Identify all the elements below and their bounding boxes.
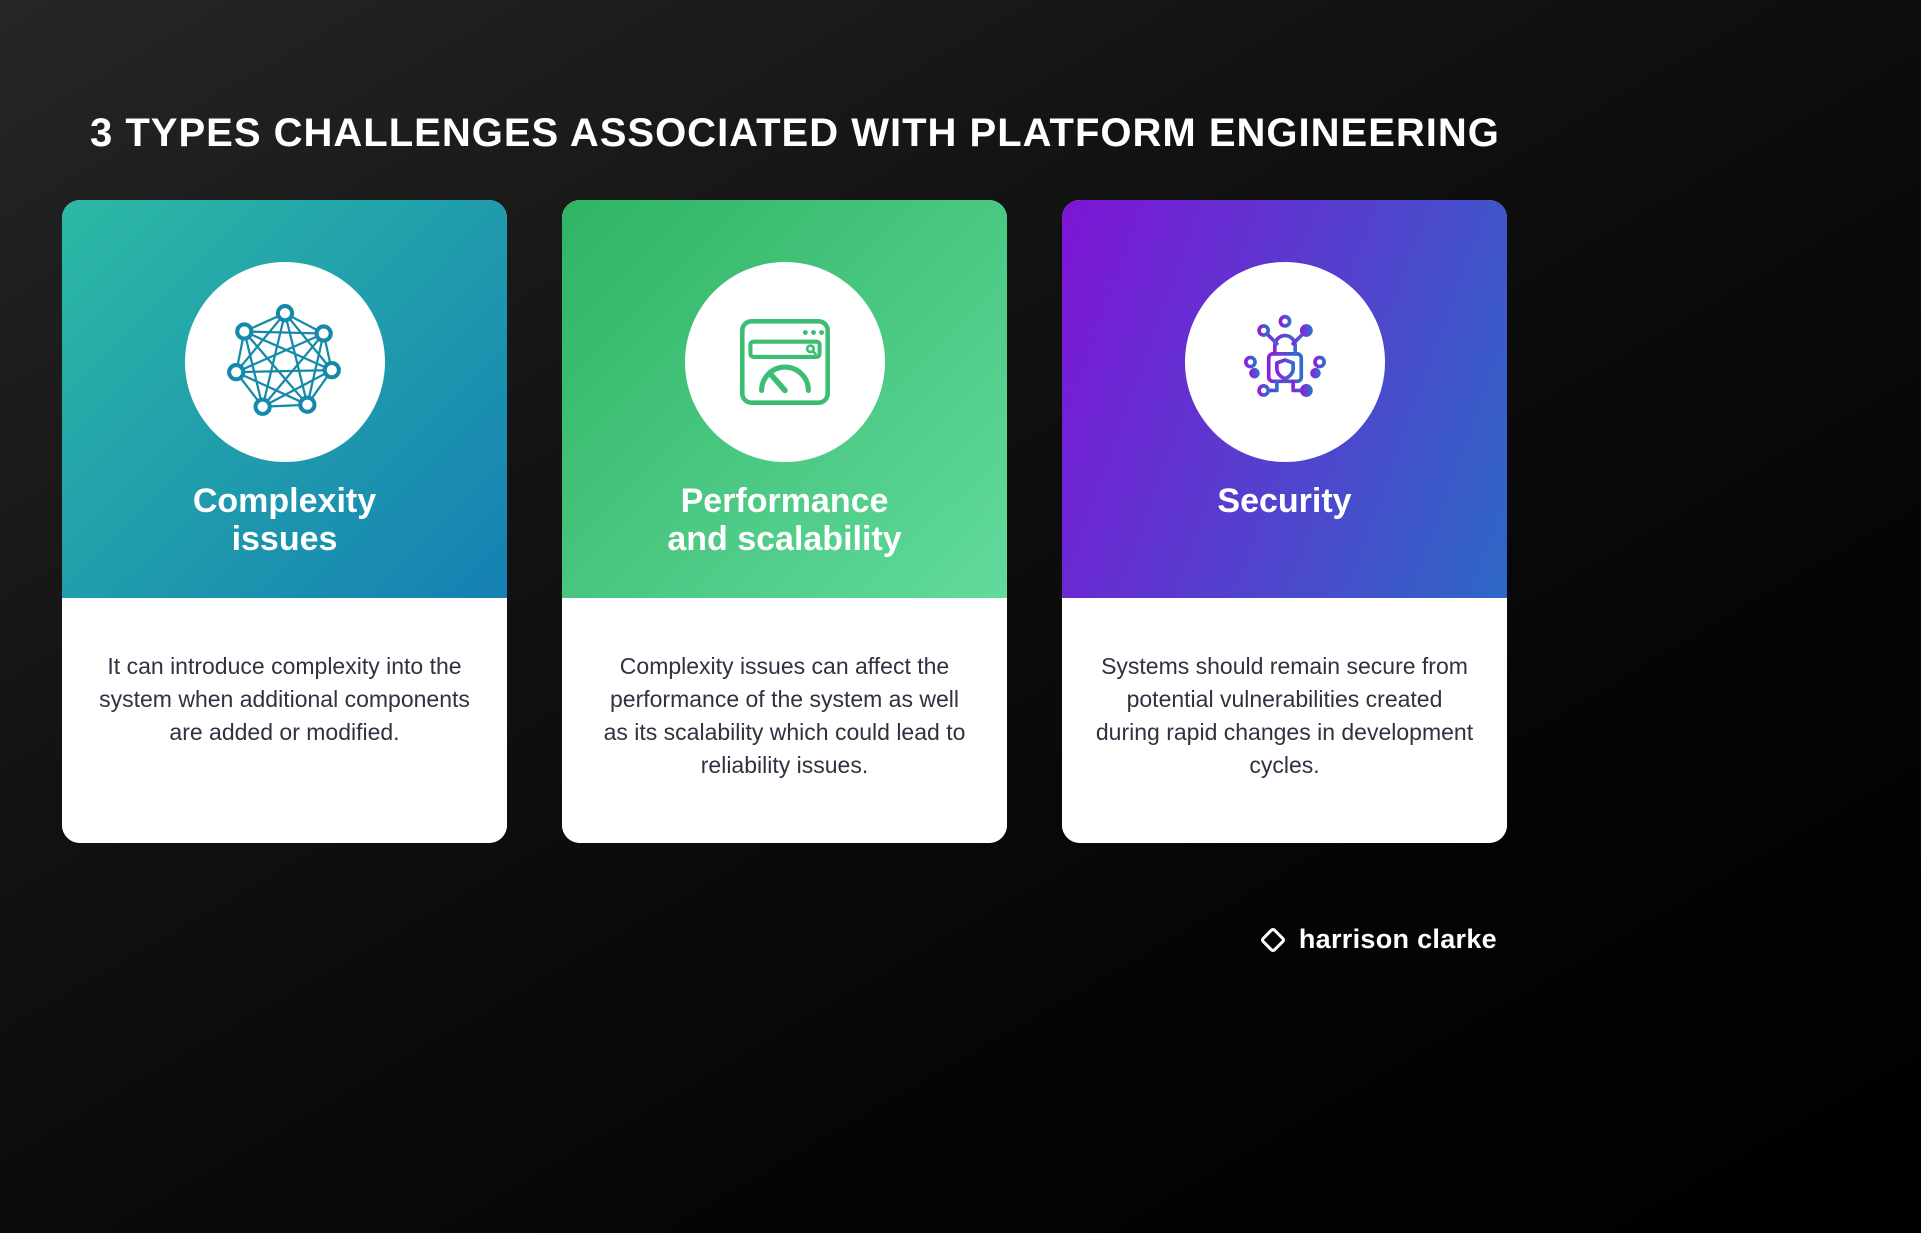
icon-circle — [1184, 262, 1385, 462]
card-description: Complexity issues can affect the perform… — [603, 653, 966, 778]
speedometer-browser-icon — [724, 301, 846, 423]
card-security-header: Security — [1062, 200, 1507, 598]
card-security-body: Systems should remain secure from potent… — [1062, 598, 1507, 843]
card-description: It can introduce complexity into the sys… — [99, 653, 470, 745]
card-performance-body: Complexity issues can affect the perform… — [562, 598, 1007, 843]
card-performance-scalability: Performance and scalability Complexity i… — [562, 200, 1007, 843]
card-title-performance: Performance and scalability — [667, 482, 902, 558]
card-description: Systems should remain secure from potent… — [1095, 653, 1474, 778]
brand-name: harrison clarke — [1298, 924, 1497, 954]
card-title-complexity: Complexity issues — [192, 482, 377, 558]
circuit-lock-icon — [1224, 301, 1346, 423]
diamond-logo-icon — [1259, 926, 1287, 954]
icon-circle — [684, 262, 885, 462]
card-title-security: Security — [1217, 482, 1352, 520]
card-complexity-issues: Complexity issues It can introduce compl… — [62, 200, 507, 843]
card-security: Security Systems should remain secure fr… — [1062, 200, 1507, 843]
icon-circle — [184, 262, 385, 462]
page-title: 3 TYPES CHALLENGES ASSOCIATED WITH PLATF… — [90, 110, 1500, 155]
brand-logo: harrison clarke — [1259, 924, 1497, 955]
card-complexity-header: Complexity issues — [62, 200, 507, 598]
card-performance-header: Performance and scalability — [562, 200, 1007, 598]
card-complexity-body: It can introduce complexity into the sys… — [62, 598, 507, 843]
network-mesh-icon — [224, 301, 346, 423]
